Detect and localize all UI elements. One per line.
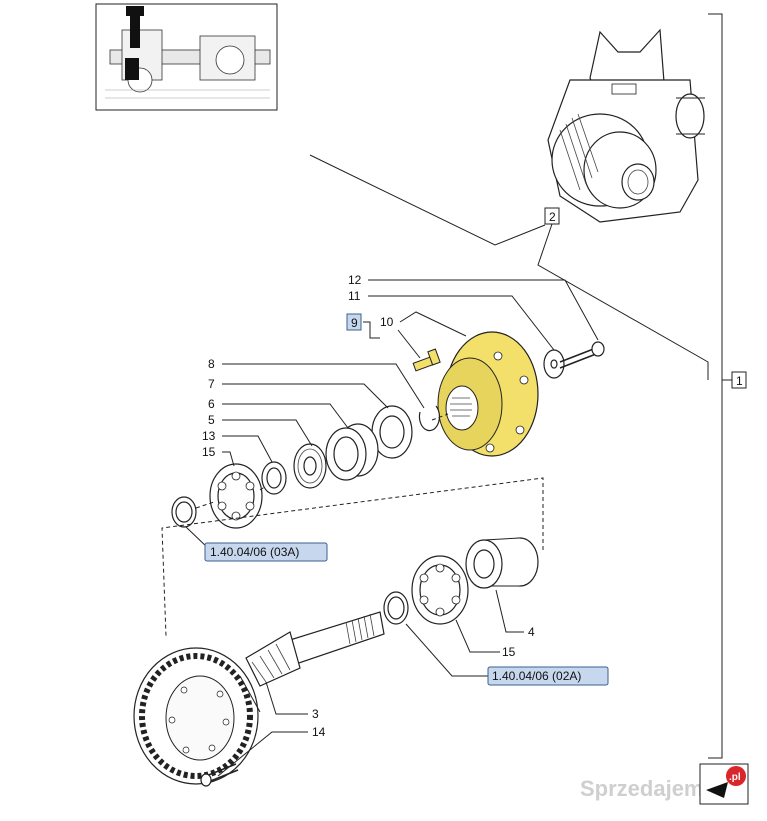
callout-2: 2 — [549, 210, 556, 224]
leader-2-left — [309, 154, 546, 246]
callout-8: 8 — [208, 357, 215, 371]
watermark: Sprzedajemy .pl — [580, 763, 749, 805]
reference-03a[interactable]: 1.40.04/06 (03A) — [210, 545, 299, 559]
callout-12: 12 — [348, 273, 362, 287]
callout-15-upper: 15 — [202, 445, 216, 459]
differential-housing — [547, 28, 705, 223]
flange-highlighted — [437, 331, 539, 457]
reference-02a[interactable]: 1.40.04/06 (02A) — [492, 669, 581, 683]
bolt-part-12 — [559, 341, 605, 369]
pinion-shaft-part-3 — [245, 611, 385, 687]
callout-13: 13 — [202, 429, 216, 443]
callout-9: 9 — [351, 316, 358, 330]
circlip-part-8 — [418, 405, 441, 432]
assembly-bracket — [708, 13, 732, 759]
screw-part-10 — [412, 348, 441, 372]
reference-02a-box[interactable] — [487, 666, 609, 686]
callout-10: 10 — [380, 315, 394, 329]
callout-14: 14 — [312, 725, 326, 739]
roller-bearing-part-15-upper — [209, 463, 263, 529]
ring-part-13 — [261, 461, 287, 495]
callout-box-9 — [346, 313, 362, 331]
bearing-cup-part-6 — [325, 423, 379, 481]
logo-arrow-icon — [706, 782, 728, 798]
logo-badge-icon — [726, 766, 746, 786]
callout-1: 1 — [736, 374, 743, 388]
roller-bearing-part-15-lower — [411, 555, 469, 625]
callout-11: 11 — [348, 289, 361, 303]
overview-thumbnail — [95, 3, 278, 111]
leader-2-right — [537, 223, 709, 380]
dashed-bracket — [161, 477, 544, 637]
logo-badge-text: .pl — [729, 772, 741, 783]
callout-15-lower: 15 — [502, 645, 516, 659]
callout-box-1 — [731, 371, 747, 389]
callout-4: 4 — [528, 625, 535, 639]
callout-6: 6 — [208, 397, 215, 411]
watermark-text: Sprzedajemy — [580, 776, 716, 801]
callout-7: 7 — [208, 377, 215, 391]
bearing-cone-part-5 — [293, 443, 327, 489]
callout-5: 5 — [208, 413, 215, 427]
sleeve-part-4 — [465, 537, 539, 589]
ring-gear — [133, 647, 259, 785]
reference-03a-box[interactable] — [204, 542, 328, 562]
callout-3: 3 — [312, 707, 319, 721]
